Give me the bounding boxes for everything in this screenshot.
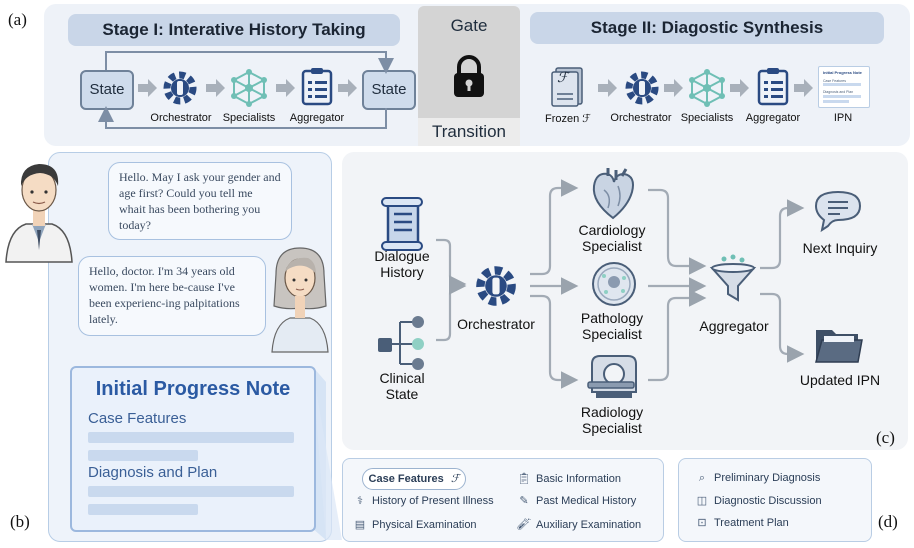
ipn-card-section2: Diagnosis and Plan [88,464,218,481]
plan-icon: ⊡ [697,517,707,529]
panel-label-a: (a) [8,10,27,29]
workflow-aggregator-label: Aggregator [699,318,769,334]
patient-speech-bubble: Hello, doctor. I'm 34 years old women. I… [78,256,266,336]
stage2-frozen-label: Frozen ℱ [545,113,591,125]
auxiliary-examination-label: Auxiliary Examination [536,519,642,531]
frozen-symbol: ℱ [557,71,569,86]
clinical-state-label: Clinical State [379,370,425,402]
orchestrator-gear-icon [163,71,197,105]
doctor-speech-bubble: Hello. May I ask your gender and age fir… [108,162,292,240]
cell-icon [592,262,636,306]
scanner-icon [587,355,637,398]
stage1-orchestrator-label: Orchestrator [150,112,212,124]
ipn-doc-line1: Case Features [823,79,846,83]
dialogue-scroll-icon [381,197,423,251]
case-features-pill: Case Features ℱ [362,468,466,490]
preliminary-diagnosis-item: ⌕ Preliminary Diagnosis [694,472,820,485]
clinical-state-tree-icon [378,316,424,370]
aggregator-clipboard-icon [301,68,333,106]
initial-progress-note-card: Initial Progress Note Case Features Diag… [70,366,316,532]
ipn-doc-line2: Diagnosis and Plan [823,90,854,94]
ipn-document-icon: Initial Progress Note Case Features Diag… [818,66,870,108]
pathology-specialist-label: Pathology Specialist [580,310,644,342]
stage1-aggregator-label: Aggregator [289,112,345,124]
test-tube-icon: 🧪︎ [517,519,531,531]
stage2-orchestrator-gear-icon [625,71,659,105]
history-present-illness-label: History of Present Illness [372,495,494,507]
ipn-card-section1: Case Features [88,410,187,427]
workflow-orchestrator-label: Orchestrator [457,316,535,332]
diagnostic-discussion-label: Diagnostic Discussion [714,495,822,507]
physical-examination-item: ▤ Physical Examination [352,518,477,531]
lock-icon [454,55,484,97]
basic-information-label: Basic Information [536,473,621,485]
stage2-aggregator-clipboard-icon [757,68,789,106]
ipn-card-title: Initial Progress Note [95,378,291,400]
panel-label-d: (d) [878,512,898,531]
past-medical-history-label: Past Medical History [536,495,637,507]
diagnostic-discussion-item: ◫ Diagnostic Discussion [694,494,822,507]
funnel-icon [709,254,757,302]
ipn-doc-bar2 [823,95,861,98]
radiology-specialist-label: Radiology Specialist [580,404,644,436]
treatment-plan-label: Treatment Plan [714,517,789,529]
pencil-icon: ✎ [519,495,529,507]
state-box-left: State [80,70,134,110]
transition-label: Transition [418,118,520,146]
history-present-illness-item: ⚕︎ History of Present Illness [352,494,494,507]
cardiology-specialist-label: Cardiology Specialist [578,222,646,254]
stethoscope-icon: ⚕︎ [357,495,363,507]
panel-label-b: (b) [10,512,30,531]
next-inquiry-label: Next Inquiry [802,240,878,256]
folder-icon [815,330,863,363]
case-features-pill-symbol: ℱ [450,473,460,485]
specialists-network-icon [231,69,267,107]
physical-examination-label: Physical Examination [372,519,477,531]
patient-avatar [271,247,329,353]
ipn-card-bar1 [88,432,294,443]
chat-bubble-icon [814,190,862,233]
ipn-doc-bar1 [823,83,861,86]
diagnosis-legend-box [678,458,872,542]
stage2-specialists-network-icon [689,69,725,107]
basic-information-item: 📋︎ Basic Information [516,472,621,485]
ipn-card-bar3 [88,486,294,497]
heart-icon [592,168,634,220]
panel-label-c: (c) [876,428,895,447]
ipn-doc-title: Initial Progress Note [823,70,862,75]
case-features-pill-text: Case Features [368,473,444,485]
auxiliary-examination-item: 🧪︎ Auxiliary Examination [516,518,641,531]
stage1-specialists-label: Specialists [222,112,276,124]
ipn-card-bar2 [88,450,198,461]
stage2-aggregator-label: Aggregator [745,112,801,124]
past-medical-history-item: ✎ Past Medical History [516,494,636,507]
stage1-title: Stage I: Interative History Taking [68,14,400,46]
frozen-document-icon [551,67,583,107]
ipn-card-bar4 [88,504,198,515]
stage2-title: Stage II: Diagostic Synthesis [530,12,884,44]
open-book-icon: ◫ [696,495,708,507]
preliminary-diagnosis-label: Preliminary Diagnosis [714,472,821,484]
report-icon: ▤ [354,519,366,531]
updated-ipn-label: Updated IPN [799,372,881,388]
doctor-avatar [5,164,73,263]
workflow-orchestrator-gear-icon [476,266,516,306]
gate-label: Gate [450,16,488,35]
stage2-orchestrator-label: Orchestrator [610,112,672,124]
ipn-doc-bar3 [823,100,849,103]
treatment-plan-item: ⊡ Treatment Plan [694,516,789,529]
dialogue-history-label: Dialogue History [374,248,430,280]
stage2-ipn-label: IPN [833,112,853,124]
document-search-icon: ⌕ [698,472,706,484]
stage2-specialists-label: Specialists [680,112,734,124]
clipboard-icon: 📋︎ [517,473,531,485]
